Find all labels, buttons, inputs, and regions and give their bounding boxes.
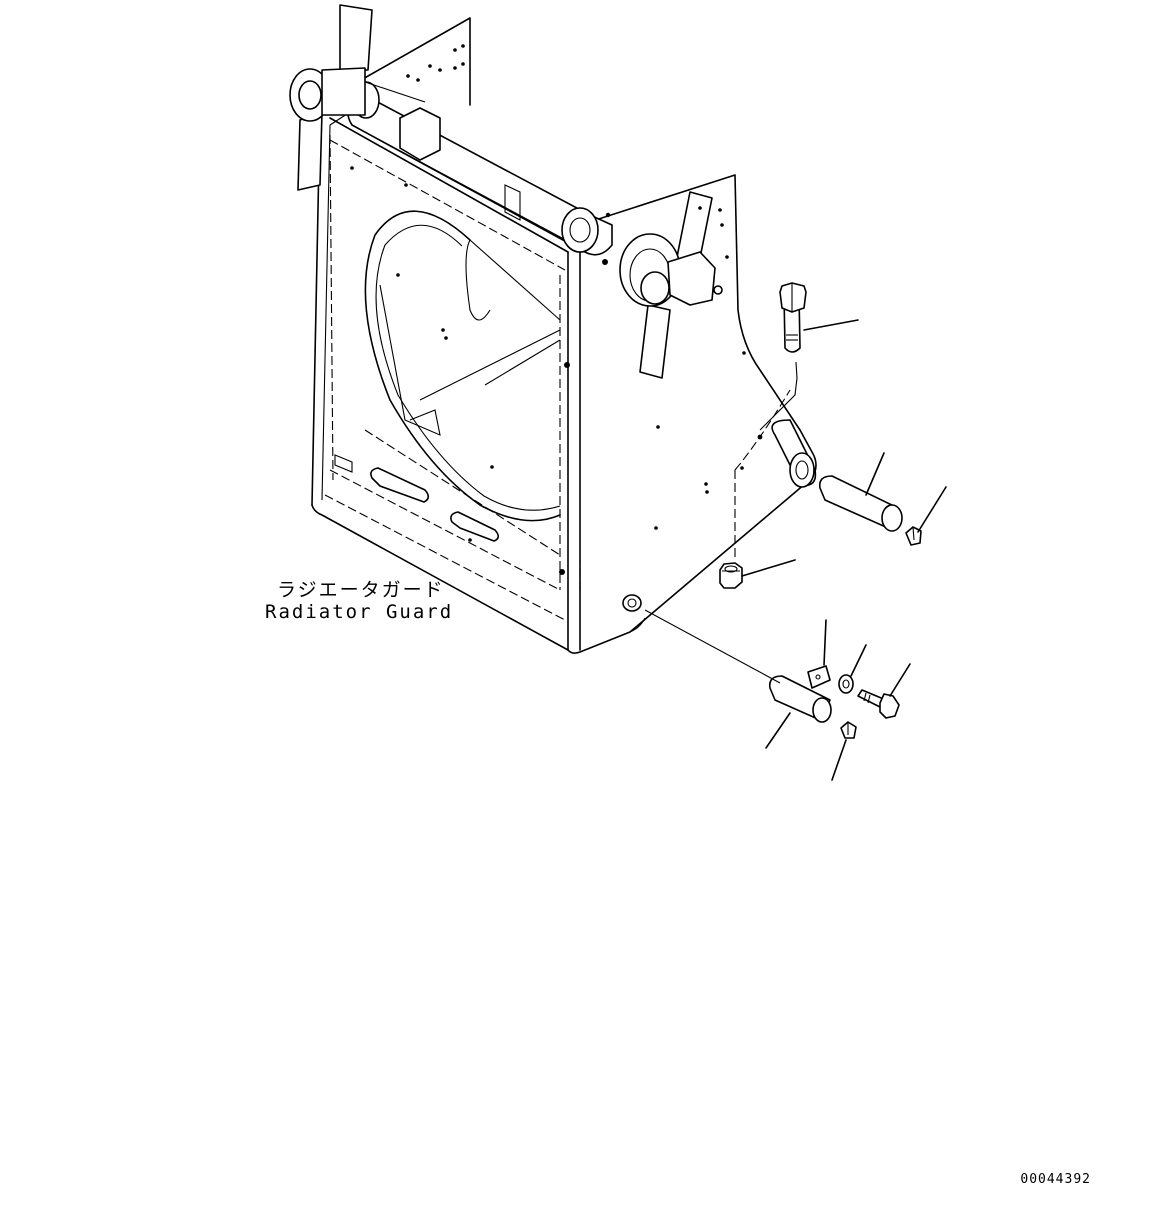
long-bolt [759, 282, 859, 431]
radiator-guard-label-japanese: ラジエータガード [277, 579, 445, 601]
left-hinge-assembly [289, 4, 373, 191]
right-hinge-assembly [619, 191, 723, 379]
upper-pin [818, 452, 903, 532]
lock-plate [807, 619, 831, 689]
panel-holes [350, 44, 763, 575]
pin-boss [771, 419, 817, 488]
top-crossbar-tank [346, 81, 613, 256]
lower-mount-hole [622, 594, 642, 612]
lower-plug [831, 721, 857, 781]
upper-plug [905, 486, 947, 546]
nut [719, 559, 796, 589]
drawing-number: 00044392 [1020, 1172, 1091, 1187]
short-bolt [857, 663, 911, 719]
radiator-guard-label-english: Radiator Guard [265, 601, 454, 623]
lower-pin [644, 609, 832, 749]
washer [838, 644, 867, 694]
